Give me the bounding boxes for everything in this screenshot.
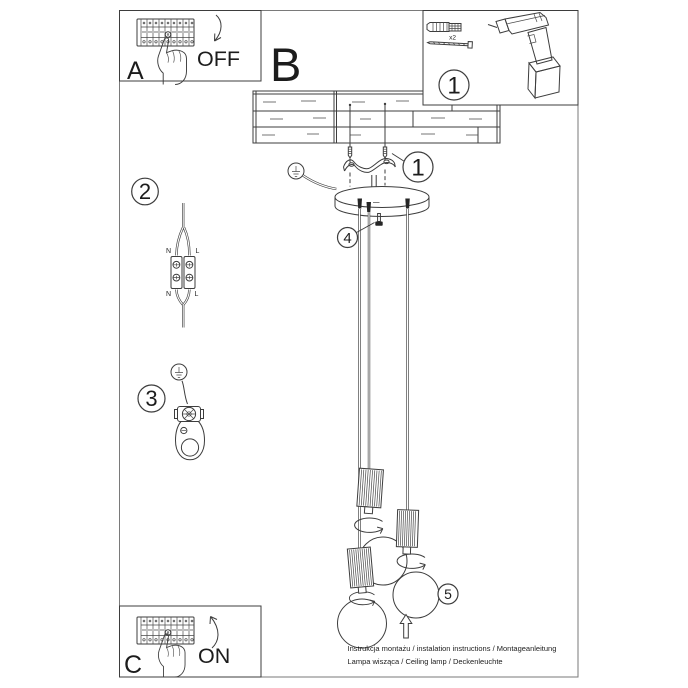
anchor-qty-label: x2: [449, 35, 456, 42]
svg-text:5: 5: [444, 586, 452, 602]
svg-text:3: 3: [145, 386, 157, 411]
step-b-label: B: [270, 38, 301, 91]
drill-icon: [487, 11, 561, 100]
label-n-top: N: [166, 248, 171, 255]
svg-text:1: 1: [411, 155, 424, 182]
tools-callout: 1: [447, 73, 460, 100]
mounting-bracket: [343, 158, 396, 173]
footer-line1: Instrukcja montażu / instalation instruc…: [348, 644, 557, 653]
cord-grip: [405, 198, 410, 209]
cord-grip: [366, 202, 371, 212]
mounting-screws: [347, 102, 388, 187]
ground-clamp-diagram: 3: [137, 363, 206, 461]
footer-line2: Lampa wisząca / Ceiling lamp / Deckenleu…: [348, 657, 503, 666]
ground-symbol-icon: [287, 162, 337, 191]
on-arrow-icon: [210, 616, 219, 649]
wall-anchor-icon: [426, 22, 462, 32]
off-label: OFF: [197, 47, 240, 71]
canopy-screw-icon: [375, 213, 383, 226]
mains-cable: [371, 175, 377, 188]
label-l-bottom: L: [195, 291, 199, 298]
canopy: [334, 186, 430, 217]
tools-box: x2 1: [422, 10, 579, 106]
cord-grip: [357, 198, 362, 209]
lamp-holder: [356, 467, 384, 515]
step-c-label: C: [124, 651, 142, 679]
terminal-block-diagram: 2 N L N L: [131, 177, 200, 328]
on-label: ON: [198, 644, 230, 668]
lamp-holder: [346, 546, 375, 594]
step-a-label: A: [127, 57, 144, 85]
label-n-bottom: N: [166, 291, 171, 298]
lamp-holder: [395, 509, 420, 555]
callout-canopy-screw: 4: [336, 222, 375, 249]
step-c-box: C ON: [119, 605, 262, 679]
off-arrow-icon: [214, 14, 222, 42]
screw-icon: [426, 41, 473, 49]
svg-text:4: 4: [343, 230, 351, 247]
insert-arrow-icon: [399, 613, 413, 639]
svg-text:2: 2: [139, 179, 151, 204]
label-l-top: L: [196, 248, 200, 255]
glass-sphere: [337, 598, 387, 649]
callout-bulb: 5: [437, 583, 459, 605]
step-a-box: A OFF: [119, 10, 262, 85]
footer-text: Instrukcja montażu / instalation instruc…: [348, 644, 557, 666]
callout-bracket: 1: [391, 151, 434, 183]
